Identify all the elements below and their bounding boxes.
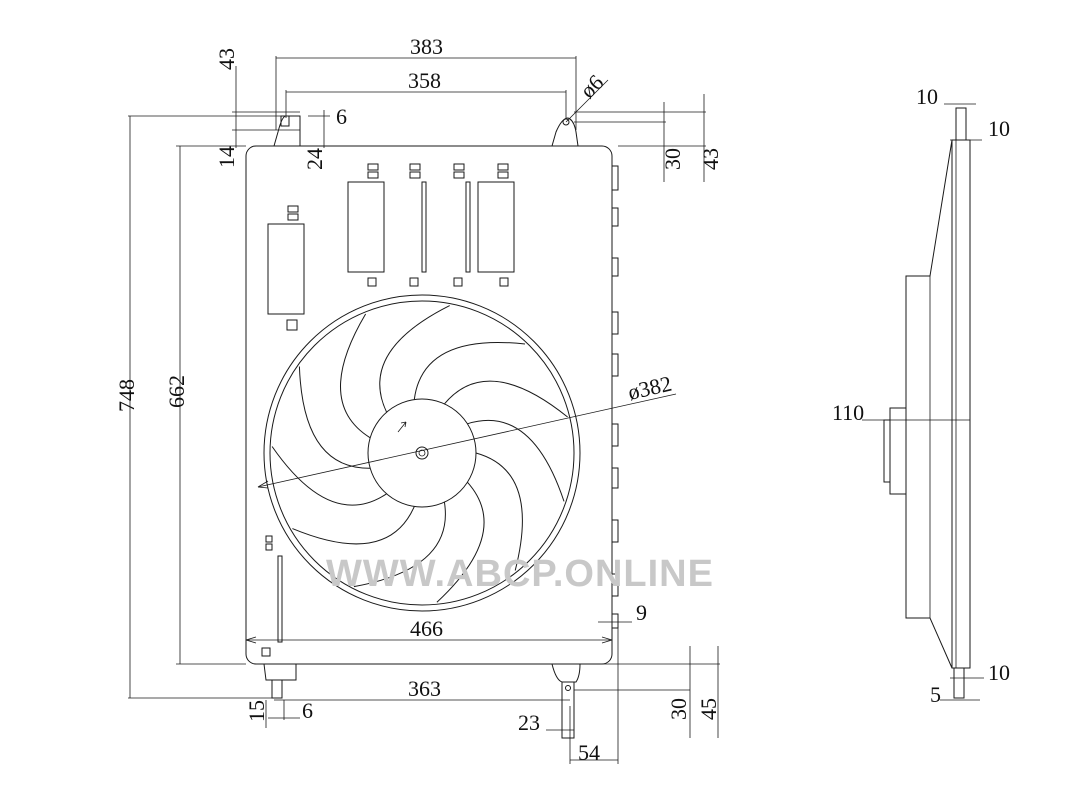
side-bottom-peg bbox=[953, 667, 965, 699]
dim-30-right: 30 bbox=[660, 148, 685, 170]
bottom-right-mount-tab bbox=[551, 663, 581, 683]
dim-6-top: 6 bbox=[336, 104, 347, 129]
fan-blade bbox=[436, 481, 485, 603]
dim-466: 466 bbox=[410, 616, 443, 641]
bottom-left-mount-peg bbox=[271, 679, 283, 699]
side-dim-10-bottom: 10 bbox=[988, 660, 1010, 685]
fan-blade bbox=[467, 419, 565, 502]
side-dim-110: 110 bbox=[832, 400, 864, 425]
fan-blade bbox=[292, 506, 415, 545]
dim-phi6: ø6 bbox=[575, 70, 608, 103]
dim-6-bottom: 6 bbox=[302, 698, 313, 723]
fan-ring-outer bbox=[263, 294, 581, 612]
dim-358: 358 bbox=[408, 68, 441, 93]
dim-54: 54 bbox=[578, 740, 600, 765]
fan-blade bbox=[444, 380, 568, 418]
fan-ring-inner bbox=[269, 300, 575, 606]
dim-14: 14 bbox=[214, 146, 239, 168]
shroud-frame bbox=[245, 145, 613, 665]
side-view: 10 10 110 10 5 bbox=[832, 84, 1010, 707]
side-dim-10-top-b: 10 bbox=[988, 116, 1010, 141]
dim-15: 15 bbox=[244, 700, 269, 722]
dim-662: 662 bbox=[164, 375, 189, 408]
fan-blade bbox=[340, 313, 371, 439]
watermark: WWW.ABCP.ONLINE bbox=[326, 553, 714, 595]
dim-30-bottom: 30 bbox=[666, 698, 691, 720]
side-plate bbox=[951, 139, 971, 669]
fan-blade bbox=[298, 366, 371, 469]
diameter-line bbox=[257, 393, 677, 488]
fan-blade bbox=[353, 502, 446, 588]
dim-43-right: 43 bbox=[698, 148, 723, 170]
fan-shaft bbox=[415, 446, 429, 460]
side-motor-housing bbox=[905, 139, 953, 669]
fan-hub bbox=[367, 398, 477, 508]
bottom-right-mount-peg bbox=[561, 681, 575, 739]
side-top-peg bbox=[955, 107, 967, 141]
fan-shaft-inner bbox=[418, 449, 426, 457]
top-left-mount-slot bbox=[280, 115, 290, 127]
side-dim-10-top-a: 10 bbox=[916, 84, 938, 109]
top-right-mount-hole bbox=[562, 118, 570, 126]
diameter-382-label: ø382 bbox=[626, 371, 674, 405]
fan-blade bbox=[475, 452, 523, 571]
dim-9: 9 bbox=[636, 600, 647, 625]
top-right-mount-tab bbox=[551, 117, 579, 147]
dim-24: 24 bbox=[302, 148, 327, 170]
side-motor-cap bbox=[889, 407, 907, 495]
fan-blade bbox=[413, 341, 526, 400]
upper-openings bbox=[261, 163, 515, 657]
front-dimensions: 383 358 ø6 43 6 14 24 30 43 748 bbox=[114, 34, 723, 765]
bottom-left-mount-tab bbox=[263, 663, 297, 681]
dim-45: 45 bbox=[696, 698, 721, 720]
front-view: ø382 WWW.ABCP.ONLINE bbox=[245, 115, 714, 739]
side-dim-5: 5 bbox=[930, 682, 941, 707]
dim-23: 23 bbox=[518, 710, 540, 735]
dim-363: 363 bbox=[408, 676, 441, 701]
dim-43-top-left: 43 bbox=[214, 48, 239, 70]
fan-blade bbox=[271, 446, 387, 506]
dim-748: 748 bbox=[114, 379, 139, 412]
fan-blades bbox=[271, 305, 568, 603]
bottom-right-mount-hole bbox=[565, 685, 571, 691]
dim-383: 383 bbox=[410, 34, 443, 59]
top-left-mount-tab bbox=[273, 115, 301, 147]
fan-blade bbox=[379, 305, 450, 413]
rotation-arrow bbox=[397, 421, 407, 433]
